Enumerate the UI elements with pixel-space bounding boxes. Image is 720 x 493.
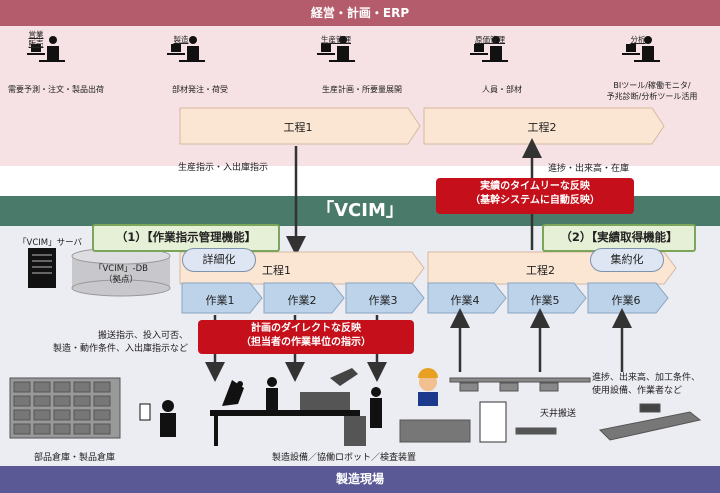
right-results-line2: 使用設備、作業者など — [592, 386, 683, 396]
person-computer-icon — [27, 36, 65, 62]
right-results-line1: 進捗、出来高、加工条件、 — [592, 373, 701, 383]
task-6-label: 作業6 — [611, 294, 641, 307]
warehouse-label: 部品倉庫・製品倉庫 — [34, 453, 116, 463]
factory-band: 製造現場 — [0, 466, 720, 493]
realtime-line1: 実績のタイムリーな反映 — [480, 181, 590, 192]
role-caption: 部材発注・荷受 — [172, 85, 228, 94]
database-icon — [71, 247, 171, 297]
left-instructions-line2: 製造・動作条件、入出庫指示など — [52, 344, 188, 354]
person-computer-icon — [470, 36, 508, 62]
role-caption: 人員・部材 — [482, 85, 522, 94]
equipment-label: 製造設備／協働ロボット／検査装置 — [272, 453, 417, 463]
helmet-worker-icon — [418, 368, 438, 406]
left-instructions-line1: 搬送指示、投入可否、 — [97, 331, 188, 341]
erp-process-1-label: 工程1 — [283, 121, 313, 134]
role-analysis: 分析 — [618, 34, 658, 45]
direct-reflection-box: 計画のダイレクトな反映 （担当者の作業単位の指示） — [198, 320, 414, 354]
direct-line1: 計画のダイレクトな反映 — [251, 323, 361, 334]
task-4-shape — [427, 282, 507, 314]
left-instructions: 搬送指示、投入可否、 製造・動作条件、入出庫指示など — [40, 330, 188, 356]
role-title: 営業 販売 — [28, 30, 44, 48]
person-computer-icon — [317, 36, 355, 62]
worker-tablet-icon — [139, 400, 176, 437]
role-sales: 営業 販売 — [18, 30, 54, 48]
task-5-label: 作業5 — [530, 294, 560, 307]
task-shapes — [181, 282, 669, 314]
right-results: 進捗、出来高、加工条件、 使用設備、作業者など — [592, 372, 700, 398]
ceiling-conveyor-label: 天井搬送 — [540, 409, 577, 419]
machine-icon — [598, 403, 702, 441]
role-title: 生産管理 — [321, 35, 351, 44]
result-acquisition-function-box: （2）【実績取得機能】 — [542, 224, 696, 252]
server-label: 「VCIM」サーバ — [18, 238, 83, 248]
task-1-shape — [181, 282, 263, 314]
db-label-line2: （拠点） — [103, 275, 138, 285]
aggregate-pill: 集約化 — [590, 248, 664, 272]
ceiling-conveyor-icon — [399, 377, 591, 443]
erp-process-2-shape — [423, 107, 665, 145]
role-manufacturing: 製造 — [163, 34, 199, 45]
person-icons — [27, 36, 660, 62]
task-2-label: 作業2 — [287, 294, 317, 307]
vcim-process-2-label: 工程2 — [526, 264, 555, 277]
realtime-line2: （基幹システムに自動反映） — [470, 195, 600, 206]
db-label-line1: 「VCIM」-DB — [93, 264, 149, 274]
task-1-label: 作業1 — [205, 294, 235, 307]
robot-equipment-icon — [210, 368, 382, 446]
erp-band: 経営・計画・ERP — [0, 0, 720, 26]
vcim-process-1-label: 工程1 — [262, 264, 291, 277]
person-computer-icon — [167, 36, 205, 62]
direct-line2: （担当者の作業単位の指示） — [241, 337, 371, 348]
role-title: 分析 — [630, 35, 646, 44]
role-title: 原価管理 — [475, 35, 505, 44]
role-caption: 需要予測・注文・製品出荷 — [8, 85, 104, 94]
task-6-shape — [587, 282, 669, 314]
task-4-label: 作業4 — [450, 294, 480, 307]
task-5-shape — [507, 282, 587, 314]
task-3-shape — [345, 282, 425, 314]
erp-process-2-label: 工程2 — [527, 121, 557, 134]
progress-label: 進捗・出来高・在庫 — [548, 164, 630, 174]
warehouse-icon — [9, 377, 121, 439]
role-production-control: 生産管理 — [312, 34, 360, 45]
person-computer-icon — [622, 36, 660, 62]
realtime-reflection-box: 実績のタイムリーな反映 （基幹システムに自動反映） — [436, 178, 634, 214]
role-caption: 生産計画・所要量展開 — [322, 85, 402, 94]
erp-process-1-shape — [179, 107, 421, 145]
task-3-label: 作業3 — [368, 294, 398, 307]
role-title: 製造 — [173, 35, 189, 44]
task-2-shape — [263, 282, 345, 314]
role-caption: BIツール/稼働モニタ/ 予兆診断/分析ツール活用 — [606, 81, 698, 101]
server-icon — [28, 248, 56, 288]
instruction-label: 生産指示・入出庫指示 — [178, 163, 269, 173]
detail-pill: 詳細化 — [182, 248, 256, 272]
role-cost-control: 原価管理 — [466, 34, 514, 45]
work-instruction-function-box: （1）【作業指示管理機能】 — [92, 224, 280, 252]
db-label: 「VCIM」-DB （拠点） — [72, 264, 170, 286]
